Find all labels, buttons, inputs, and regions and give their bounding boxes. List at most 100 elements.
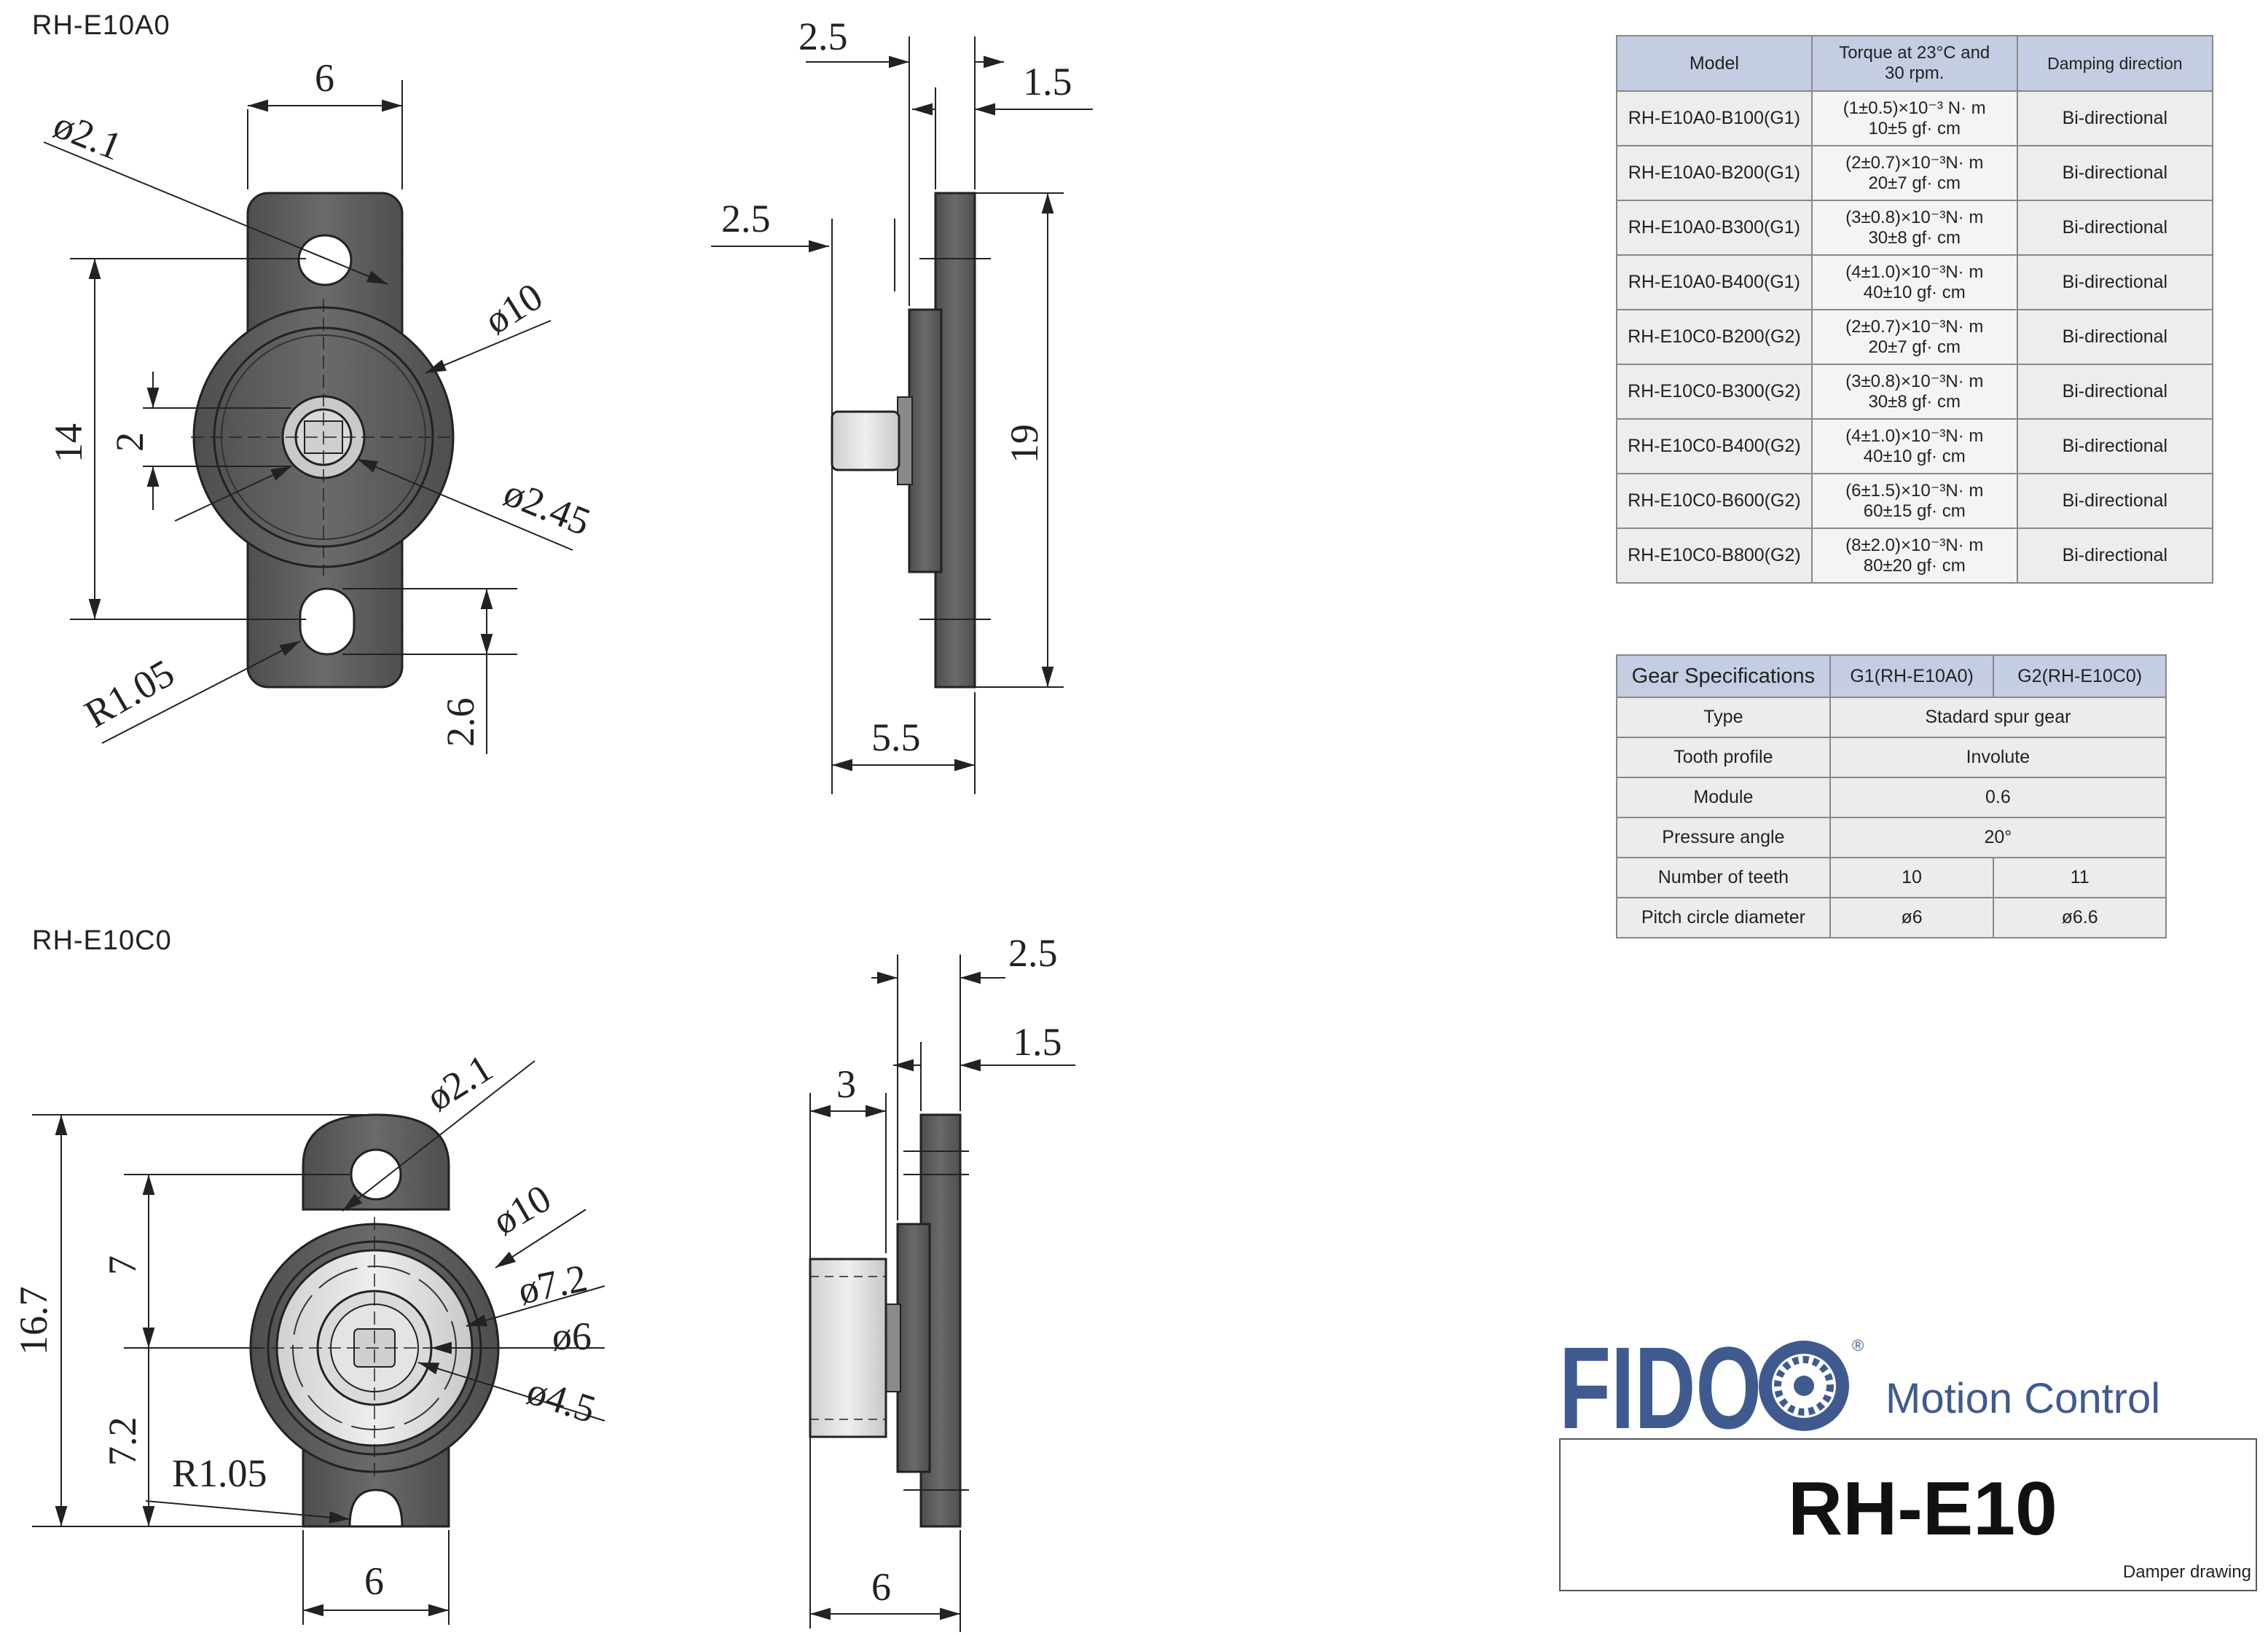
c0-side-dims — [809, 954, 1075, 1632]
a0-dim-radius: R1.05 — [77, 651, 181, 736]
torque-nm: (3±0.8)×10⁻³N· m — [1845, 371, 1984, 391]
cell-direction: Bi-directional — [2016, 309, 2214, 365]
table-row: Pressure angle 20° — [1616, 817, 2167, 858]
title-block: RH-E10 Damper drawing — [1559, 1438, 2257, 1591]
cell-model: RH-E10A0-B100(G1) — [1616, 90, 1813, 146]
gear-spec-table: Gear Specifications G1(RH-E10A0) G2(RH-E… — [1616, 654, 2167, 938]
cell-model: RH-E10A0-B300(G1) — [1616, 200, 1813, 256]
c0-front-view — [233, 1113, 516, 1528]
cell-model: RH-E10C0-B600(G2) — [1616, 473, 1813, 529]
gear-teeth-label: Number of teeth — [1616, 857, 1831, 898]
drawing-subtitle: Damper drawing — [2122, 1562, 2251, 1582]
cell-direction: Bi-directional — [2016, 473, 2214, 529]
a0-side-dims — [711, 36, 1093, 794]
model-title: RH-E10 — [1788, 1467, 2057, 1551]
torque-gfcm: 10±5 gf· cm — [1868, 118, 1961, 138]
cell-direction: Bi-directional — [2016, 145, 2214, 201]
cell-direction: Bi-directional — [2016, 254, 2214, 310]
gear-teeth-g2: 11 — [1993, 857, 2167, 898]
gear-module-value: 0.6 — [1829, 777, 2167, 818]
gear-type-label: Type — [1616, 697, 1831, 738]
gear-module-label: Module — [1616, 777, 1831, 818]
gear-header-title: Gear Specifications — [1616, 654, 1831, 698]
a0-side-top-right: 1.5 — [1023, 60, 1072, 103]
cell-model: RH-E10C0-B400(G2) — [1616, 418, 1813, 474]
torque-gfcm: 30±8 gf· cm — [1868, 391, 1961, 412]
torque-gfcm: 60±15 gf· cm — [1863, 501, 1966, 521]
torque-nm: (3±0.8)×10⁻³N· m — [1845, 207, 1984, 227]
a0-dim-hole: ø2.1 — [48, 102, 128, 168]
torque-spec-table: Model Torque at 23°C and 30 rpm. Damping… — [1616, 35, 2214, 584]
c0-dim-gear-outer: ø7.2 — [514, 1255, 591, 1312]
gear-logo-icon — [1759, 1341, 1849, 1431]
c0-mount-slot — [348, 1489, 404, 1528]
cell-direction: Bi-directional — [2016, 528, 2214, 584]
cell-direction: Bi-directional — [2016, 90, 2214, 146]
table-row: Number of teeth 10 11 — [1616, 857, 2167, 898]
c0-side-top: 2.5 — [1008, 931, 1058, 975]
top-view-label: RH-E10A0 — [32, 10, 170, 41]
gear-teeth-g1: 10 — [1829, 857, 1995, 898]
header-torque: Torque at 23°C and 30 rpm. — [1810, 35, 2018, 92]
header-model: Model — [1616, 35, 1813, 92]
fido-logo: FIDO ® — [1559, 1333, 1864, 1435]
cell-model: RH-E10A0-B200(G1) — [1616, 145, 1813, 201]
a0-side-bottom: 5.5 — [871, 715, 921, 759]
a0-dim-center: 2 — [108, 432, 152, 452]
cell-model: RH-E10C0-B300(G2) — [1616, 364, 1813, 420]
c0-mount-hole — [350, 1148, 402, 1201]
gear-header-g1: G1(RH-E10A0) — [1829, 654, 1995, 698]
table-row: Pitch circle diameter ø6 ø6.6 — [1616, 897, 2167, 938]
registered-icon: ® — [1852, 1336, 1864, 1354]
table-row: Tooth profile Involute — [1616, 737, 2167, 778]
cell-model: RH-E10C0-B800(G2) — [1616, 528, 1813, 584]
torque-gfcm: 20±7 gf· cm — [1868, 173, 1961, 193]
a0-dim-shaft: ø2.45 — [498, 470, 597, 544]
gear-pitch-label: Pitch circle diameter — [1616, 897, 1831, 938]
c0-dim-lower: 7.2 — [101, 1417, 144, 1467]
c0-dim-height: 16.7 — [12, 1287, 55, 1356]
gear-pitch-g2: ø6.6 — [1993, 897, 2167, 938]
fido-logo-text: FIDO — [1559, 1333, 1762, 1435]
cell-direction: Bi-directional — [2016, 364, 2214, 420]
a0-side-height: 19 — [1002, 424, 1046, 463]
torque-nm: (2±0.7)×10⁻³N· m — [1845, 152, 1984, 173]
torque-gfcm: 80±20 gf· cm — [1863, 555, 1966, 576]
gear-pitch-g1: ø6 — [1829, 897, 1995, 938]
torque-nm: (8±2.0)×10⁻³N· m — [1845, 535, 1984, 555]
torque-gfcm: 20±7 gf· cm — [1868, 337, 1961, 357]
gear-type-value: Stadard spur gear — [1829, 697, 2167, 738]
a0-side-mid-left: 2.5 — [721, 197, 771, 240]
cell-model: RH-E10A0-B400(G1) — [1616, 254, 1813, 310]
c0-side-gear-w: 3 — [836, 1062, 856, 1106]
cell-model: RH-E10C0-B200(G2) — [1616, 309, 1813, 365]
cell-direction: Bi-directional — [2016, 200, 2214, 256]
gear-profile-label: Tooth profile — [1616, 737, 1831, 778]
torque-nm: (2±0.7)×10⁻³N· m — [1845, 316, 1984, 337]
torque-gfcm: 30±8 gf· cm — [1868, 227, 1961, 248]
gear-angle-label: Pressure angle — [1616, 817, 1831, 858]
c0-side-view — [809, 1113, 969, 1528]
bottom-view-label: RH-E10C0 — [32, 925, 172, 956]
torque-nm: (1±0.5)×10⁻³ N· m — [1843, 98, 1986, 118]
torque-nm: (4±1.0)×10⁻³N· m — [1845, 262, 1984, 282]
table-row: Module 0.6 — [1616, 777, 2167, 818]
a0-side-top-left: 2.5 — [798, 15, 848, 58]
